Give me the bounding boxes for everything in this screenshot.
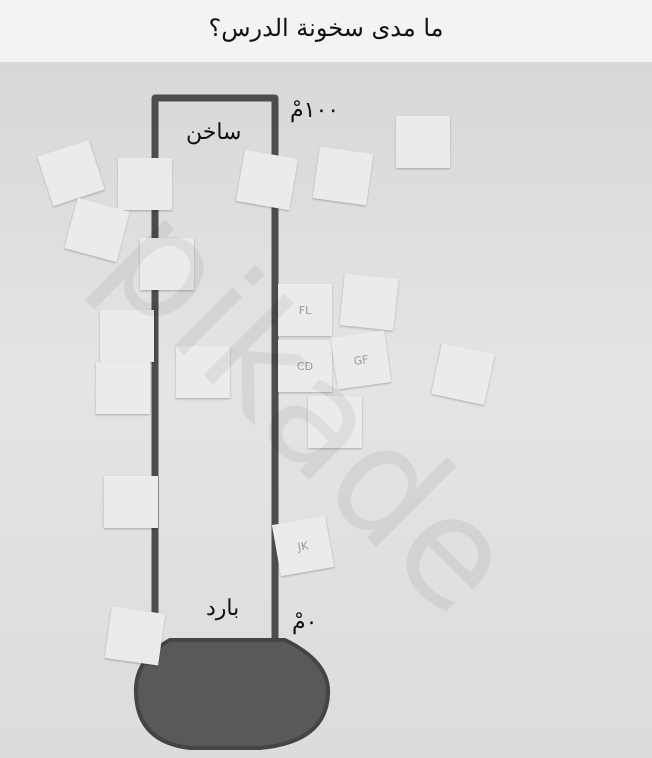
sticky-note-gf: GF [331, 330, 392, 389]
sticky-note [313, 146, 374, 205]
thermometer-bulb [136, 640, 328, 748]
thermometer-photo: ساخن ١٠٠مْ بارد ٠مْ FL CD GF JK pikade [0, 62, 652, 758]
sticky-note [308, 396, 362, 448]
sticky-note [431, 343, 495, 405]
sticky-note [100, 310, 154, 362]
sticky-note [104, 476, 158, 528]
sticky-note [118, 158, 172, 210]
bottom-temperature-label: ٠مْ [292, 610, 317, 635]
sticky-note [339, 273, 398, 330]
hot-label: ساخن [186, 120, 241, 145]
sticky-note [105, 606, 166, 665]
cold-label: بارد [206, 596, 239, 621]
sticky-note-fl: FL [278, 284, 332, 336]
sticky-note [396, 116, 450, 168]
sticky-note-jk: JK [272, 516, 334, 577]
top-temperature-label: ١٠٠مْ [290, 98, 339, 123]
sticky-note-cd: CD [278, 340, 332, 392]
sticky-note [96, 362, 150, 414]
sticky-note [140, 238, 194, 290]
page-title: ما مدى سخونة الدرس؟ [0, 14, 652, 42]
sticky-note [176, 346, 230, 398]
sticky-note [236, 150, 298, 211]
